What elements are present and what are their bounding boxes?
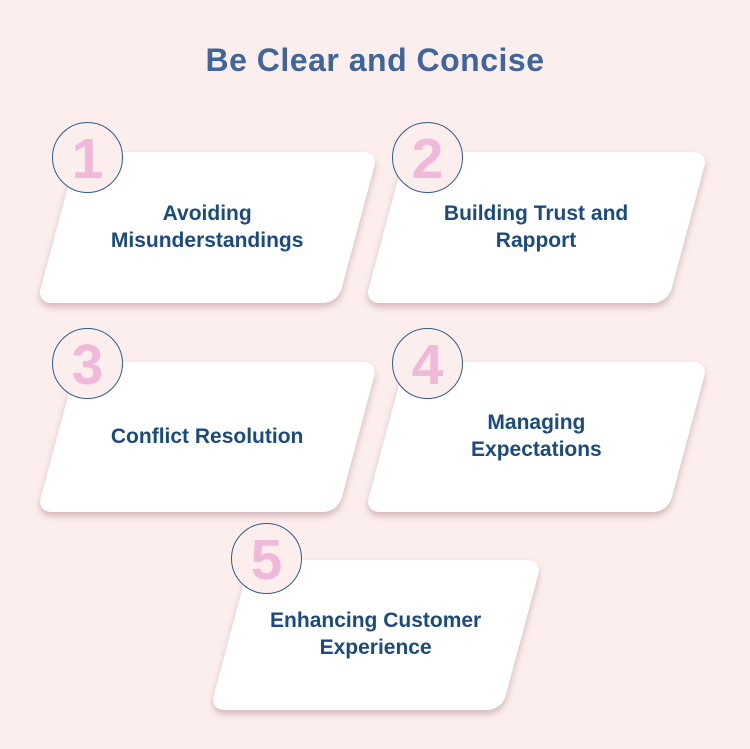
infographic-title: Be Clear and Concise: [205, 42, 545, 78]
step-2-label: Building Trust and Rapport: [444, 201, 629, 252]
step-4-number: 4: [411, 333, 444, 397]
step-2-number: 2: [411, 127, 444, 191]
step-5-number-circle: 5: [231, 523, 302, 594]
step-5-label: Enhancing Customer Experience: [270, 609, 482, 659]
step-2-number-circle: 2: [392, 122, 463, 193]
step-4-label: Managing Expectations: [471, 411, 602, 461]
step-5-number: 5: [250, 528, 283, 592]
step-4-number-circle: 4: [392, 328, 463, 399]
step-3-number: 3: [71, 333, 104, 397]
step-1-number: 1: [71, 127, 104, 191]
step-3-number-circle: 3: [52, 328, 123, 399]
step-1-label: Avoiding Misunderstandings: [111, 201, 304, 252]
step-3-label: Conflict Resolution: [111, 424, 304, 448]
step-1-number-circle: 1: [52, 122, 123, 193]
